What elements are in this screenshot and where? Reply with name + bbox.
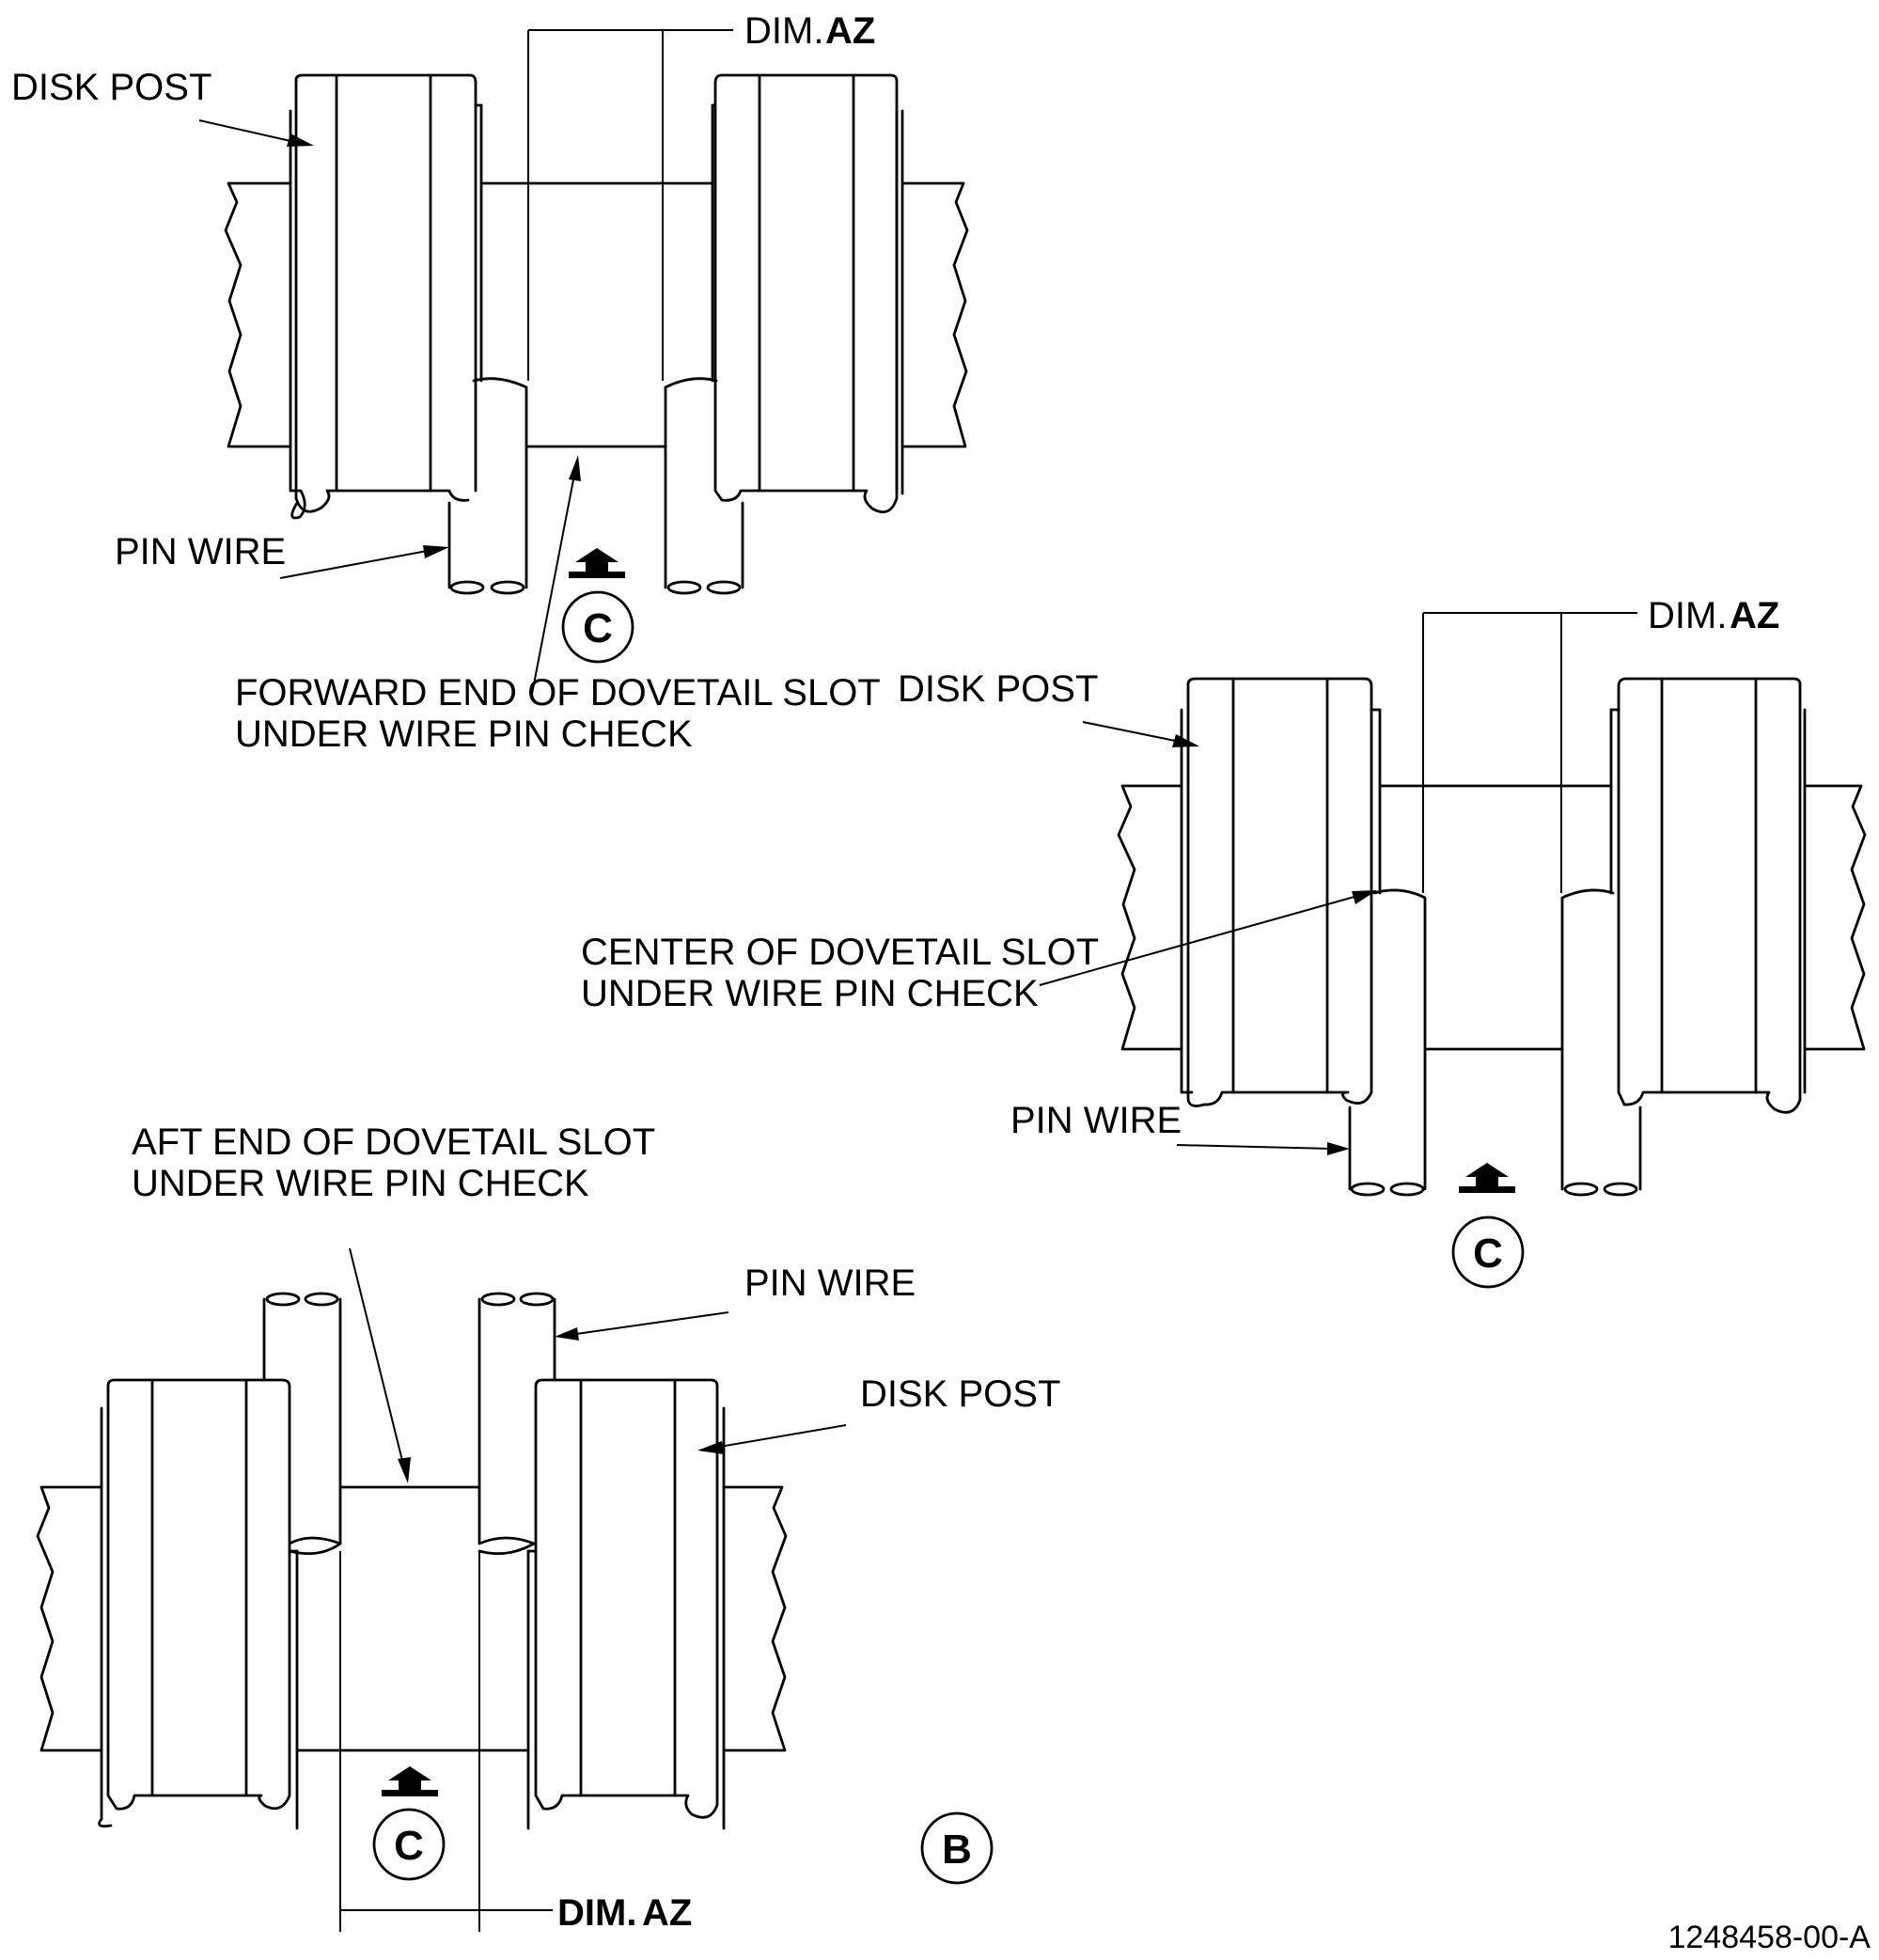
pin-wire-callout: PIN WIRE — [555, 1262, 916, 1341]
pin-wire-callout: PIN WIRE — [115, 531, 449, 579]
disk-post-label: DISK POST — [860, 1373, 1060, 1415]
dimension-az-right: DIM. AZ — [1422, 595, 1779, 893]
pin-wire-right — [664, 377, 744, 595]
dimension-az-top: DIM. AZ — [527, 10, 875, 381]
disk-post-label: DISK POST — [898, 668, 1098, 710]
view-arrow-c: C — [1451, 1163, 1525, 1289]
view-arrow-c: C — [372, 1766, 446, 1881]
disk-band — [1117, 784, 1867, 1051]
view-callout-letter: B — [942, 1827, 972, 1873]
view-letter: C — [394, 1823, 424, 1869]
disk-band — [224, 181, 969, 448]
disk-post-callout: DISK POST — [11, 67, 314, 147]
note-line-2: UNDER WIRE PIN CHECK — [132, 1163, 589, 1204]
disk-band — [36, 1485, 788, 1752]
disk-post-right — [711, 73, 904, 514]
note-line-1: FORWARD END OF DOVETAIL SLOT — [235, 672, 881, 713]
view-aft-end: DIM. AZ AFT END OF DOVETAIL SLOT UNDER W… — [36, 1121, 1060, 1934]
dim-prefix: DIM. — [744, 10, 823, 52]
dim-prefix: DIM. — [1648, 595, 1727, 636]
disk-post-callout: DISK POST — [898, 668, 1199, 747]
view-callout-b: B — [920, 1811, 994, 1885]
forward-end-callout: FORWARD END OF DOVETAIL SLOT UNDER WIRE … — [235, 455, 881, 755]
drawing-number: 1248458-00-A — [1668, 1920, 1871, 1955]
view-arrow-c: C — [561, 548, 634, 664]
disk-post-left — [289, 73, 483, 520]
view-center: DIM. AZ DISK POST CENTER OF DOVETAIL SLO… — [581, 595, 1867, 1289]
dimension-az-bottom: DIM. AZ — [339, 1551, 692, 1934]
note-line-2: UNDER WIRE PIN CHECK — [581, 973, 1039, 1014]
dim-name: AZ — [642, 1892, 692, 1934]
dim-name: AZ — [1730, 595, 1779, 636]
view-letter: C — [1473, 1231, 1503, 1277]
pin-wire-left — [1348, 888, 1427, 1197]
disk-post-callout: DISK POST — [697, 1373, 1060, 1454]
center-callout: CENTER OF DOVETAIL SLOT UNDER WIRE PIN C… — [581, 890, 1377, 1014]
note-line-1: CENTER OF DOVETAIL SLOT — [581, 932, 1099, 973]
pin-wire-right — [1560, 888, 1642, 1197]
pin-wire-right — [478, 1292, 556, 1556]
dim-name: AZ — [825, 10, 875, 52]
view-forward-end: DIM. AZ DISK POST PIN WIRE FORWARD END O… — [11, 10, 969, 755]
disk-post-left — [98, 1378, 299, 1830]
dim-prefix: DIM. — [557, 1892, 636, 1934]
pin-wire-label: PIN WIRE — [115, 531, 286, 572]
view-letter: C — [583, 605, 613, 651]
disk-post-right — [526, 1378, 726, 1830]
pin-wire-left — [447, 377, 528, 595]
disk-post-left — [1180, 677, 1382, 1107]
pin-wire-label: PIN WIRE — [1010, 1100, 1182, 1141]
disk-post-right — [1609, 677, 1807, 1114]
pin-wire-left — [262, 1292, 342, 1556]
pin-wire-callout: PIN WIRE — [1010, 1100, 1350, 1155]
aft-end-callout: AFT END OF DOVETAIL SLOT UNDER WIRE PIN … — [132, 1121, 655, 1483]
disk-post-label: DISK POST — [11, 67, 211, 108]
pin-wire-label: PIN WIRE — [744, 1262, 916, 1304]
note-line-2: UNDER WIRE PIN CHECK — [235, 713, 693, 755]
note-line-1: AFT END OF DOVETAIL SLOT — [132, 1121, 655, 1163]
